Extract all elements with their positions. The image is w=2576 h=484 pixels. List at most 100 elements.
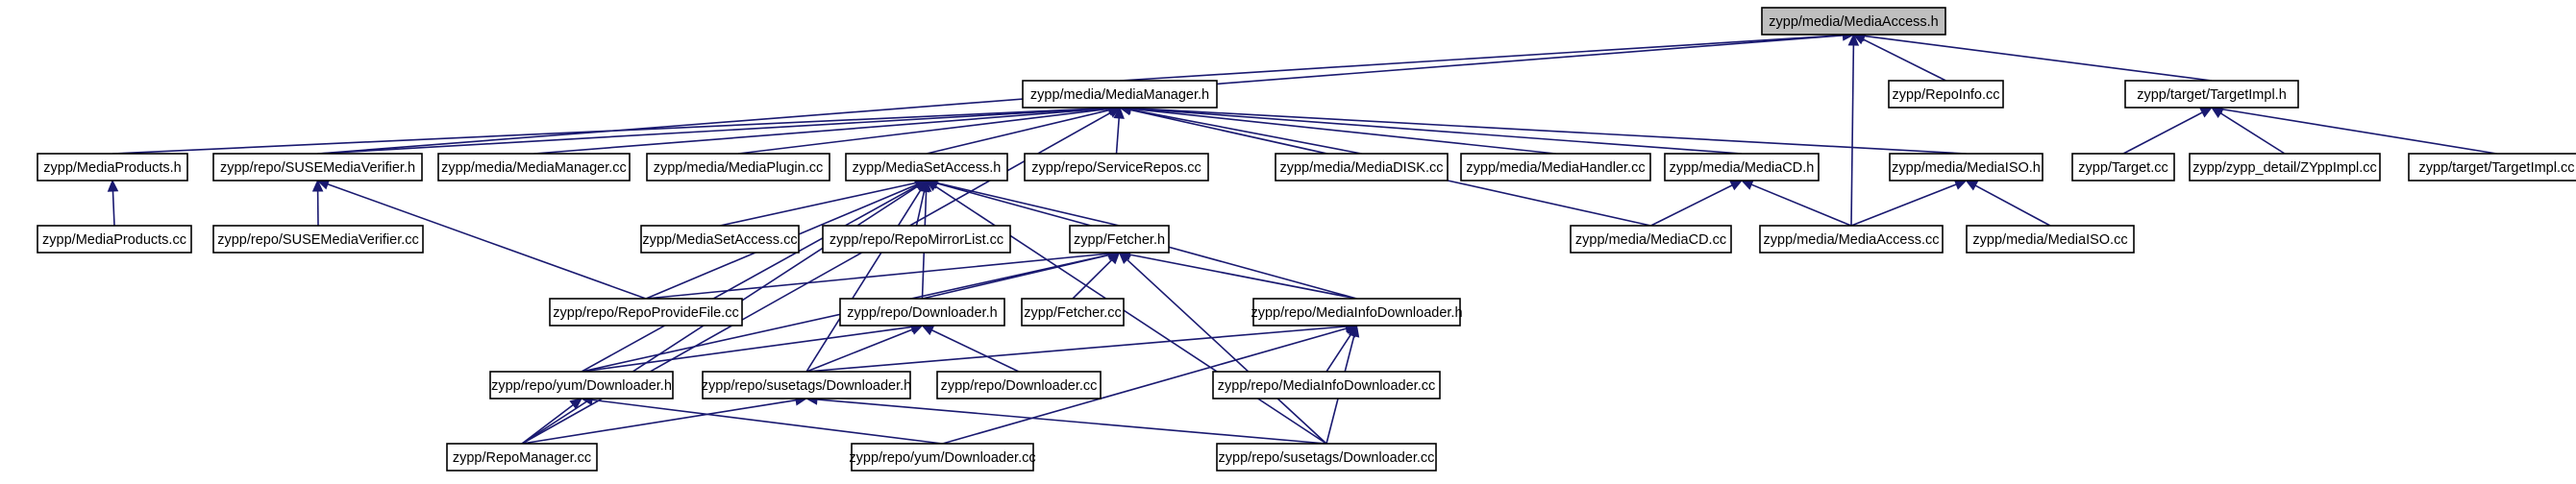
node-box (1022, 80, 1218, 109)
node-label: zypp/media/MediaISO.cc (1972, 232, 2127, 248)
edge-line (719, 182, 917, 227)
edge-line (2122, 111, 2203, 155)
node-mediamanager-cc[interactable]: zypp/media/MediaManager.cc (437, 153, 631, 182)
edge-line (2219, 112, 2286, 155)
node-repoinfo-cc[interactable]: zypp/RepoInfo.cc (1888, 80, 2004, 109)
node-servicerepos-cc[interactable]: zypp/repo/ServiceRepos.cc (1024, 153, 1209, 182)
node-box (1252, 298, 1461, 327)
node-mediainfodownloader-cc[interactable]: zypp/repo/MediaInfoDownloader.cc (1212, 371, 1441, 399)
node-repomanager-cc[interactable]: zypp/RepoManager.cc (446, 443, 598, 472)
node-repoprovidefile-cc[interactable]: zypp/repo/RepoProvideFile.cc (549, 298, 743, 327)
node-targetimpl-h[interactable]: zypp/target/TargetImpl.h (2124, 80, 2299, 109)
arrowhead (925, 180, 939, 192)
node-susemediaverifier-cc[interactable]: zypp/repo/SUSEMediaVerifier.cc (212, 225, 424, 254)
node-fetcher-h[interactable]: zypp/Fetcher.h (1069, 225, 1170, 254)
arrowhead (909, 324, 924, 335)
edge-line (737, 108, 1110, 155)
node-box (1212, 371, 1441, 399)
node-box (845, 153, 1008, 182)
node-box (822, 225, 1011, 254)
node-mediaiso-cc[interactable]: zypp/media/MediaISO.cc (1966, 225, 2135, 254)
edge-line (1119, 34, 1844, 82)
edge-line (645, 253, 1109, 300)
node-label: zypp/media/MediaCD.h (1670, 160, 1815, 176)
node-box (936, 371, 1102, 399)
node-mediahandler-cc[interactable]: zypp/media/MediaHandler.cc (1460, 153, 1651, 182)
node-box (549, 298, 743, 327)
edge-mediaaccess_cc-to-mediaiso_h (1850, 179, 1968, 227)
node-box (2071, 153, 2175, 182)
edge-mediaproducts_cc-to-mediaproducts_h (107, 179, 119, 227)
node-box (1966, 225, 2135, 254)
node-susetags-downloader-cc[interactable]: zypp/repo/susetags/Downloader.cc (1216, 443, 1437, 472)
node-label: zypp/repo/susetags/Downloader.cc (1219, 450, 1435, 466)
edge-line (533, 108, 1110, 155)
node-label: zypp/media/MediaManager.h (1030, 87, 1209, 103)
node-label: zypp/MediaSetAccess.cc (642, 232, 797, 248)
node-mediaiso-h[interactable]: zypp/media/MediaISO.h (1889, 153, 2043, 182)
node-downloader-cc[interactable]: zypp/repo/Downloader.cc (936, 371, 1102, 399)
edge-targetimpl_cc-to-targetimpl_h (2210, 104, 2497, 155)
arrowhead (311, 179, 324, 192)
arrowhead (569, 398, 582, 410)
edge-line (2221, 108, 2497, 155)
node-label: zypp/repo/MediaInfoDownloader.h (1251, 305, 1462, 321)
node-box (212, 225, 424, 254)
node-mediadisk-cc[interactable]: zypp/media/MediaDISK.cc (1275, 153, 1449, 182)
node-fetcher-cc[interactable]: zypp/Fetcher.cc (1021, 298, 1125, 327)
node-target-cc[interactable]: zypp/Target.cc (2071, 153, 2175, 182)
edge-line (1325, 333, 1352, 373)
edge-mediainfodownloader_h-to-fetcher_h (1118, 249, 1357, 300)
node-mediaplugin-cc[interactable]: zypp/media/MediaPlugin.cc (646, 153, 830, 182)
edge-line (1129, 108, 1556, 155)
node-mediainfodownloader-h[interactable]: zypp/repo/MediaInfoDownloader.h (1251, 298, 1463, 327)
node-mediasetaccess-h[interactable]: zypp/MediaSetAccess.h (845, 153, 1008, 182)
node-targetimpl-cc[interactable]: zypp/target/TargetImpl.cc (2408, 153, 2576, 182)
arrowhead (1965, 180, 1979, 191)
edge-line (931, 329, 1020, 373)
node-zyppimpl-cc[interactable]: zypp/zypp_detail/ZYppImpl.cc (2189, 153, 2381, 182)
edge-line (581, 184, 918, 373)
edge-line (521, 399, 797, 445)
node-box (1761, 7, 1946, 36)
node-repomirrorlist-cc[interactable]: zypp/repo/RepoMirrorList.cc (822, 225, 1011, 254)
arrowhead (1113, 106, 1125, 119)
node-label: zypp/MediaProducts.cc (42, 232, 186, 248)
edge-line (1650, 184, 1733, 227)
node-downloader-h[interactable]: zypp/repo/Downloader.h (839, 298, 1005, 327)
arrowhead (914, 180, 929, 192)
node-mediaproducts-h[interactable]: zypp/MediaProducts.h (37, 153, 188, 182)
edge-mediaiso_h-to-mediamanager_h (1118, 102, 1967, 155)
edge-mediaproducts_h-to-mediamanager_h (111, 102, 1122, 155)
edge-susetags_downloader_h-to-downloader_h (805, 324, 924, 373)
edge-repoprovidefile_cc-to-fetcher_h (645, 248, 1121, 300)
node-box (2189, 153, 2381, 182)
node-label: zypp/Target.cc (2078, 160, 2168, 176)
node-label: zypp/repo/ServiceRepos.cc (1031, 160, 1201, 176)
edge-line (915, 190, 926, 227)
node-mediacd-cc[interactable]: zypp/media/MediaCD.cc (1570, 225, 1732, 254)
edge-susemediaverifier_h-to-mediamanager_h (317, 102, 1122, 155)
node-label: zypp/MediaSetAccess.h (853, 160, 1002, 176)
node-mediamanager-h[interactable]: zypp/media/MediaManager.h (1022, 80, 1218, 109)
node-yum-downloader-h[interactable]: zypp/repo/yum/Downloader.h (489, 371, 674, 399)
edge-mediaaccess_cc-to-mediacd_h (1740, 180, 1852, 227)
edge-line (1129, 108, 1743, 155)
node-mediasetaccess-cc[interactable]: zypp/MediaSetAccess.cc (640, 225, 800, 254)
arrowhead (1349, 324, 1360, 338)
node-mediaproducts-cc[interactable]: zypp/MediaProducts.cc (37, 225, 192, 254)
node-label: zypp/media/MediaHandler.cc (1466, 160, 1645, 176)
node-box (640, 225, 800, 254)
arrowhead (1729, 180, 1744, 191)
edge-line (581, 326, 912, 373)
edge-line (1850, 183, 1957, 227)
node-susetags-downloader-h[interactable]: zypp/repo/susetags/Downloader.h (702, 371, 911, 399)
node-mediacd-h[interactable]: zypp/media/MediaCD.h (1664, 153, 1820, 182)
node-susemediaverifier-h[interactable]: zypp/repo/SUSEMediaVerifier.h (212, 153, 423, 182)
node-yum-downloader-cc[interactable]: zypp/repo/yum/Downloader.cc (849, 443, 1036, 472)
edge-repoinfo_cc-to-mediaaccess_h (1852, 34, 1946, 82)
node-box (1069, 225, 1170, 254)
node-label: zypp/repo/Downloader.cc (941, 378, 1098, 394)
node-mediaaccess-cc[interactable]: zypp/media/MediaAccess.cc (1759, 225, 1944, 254)
